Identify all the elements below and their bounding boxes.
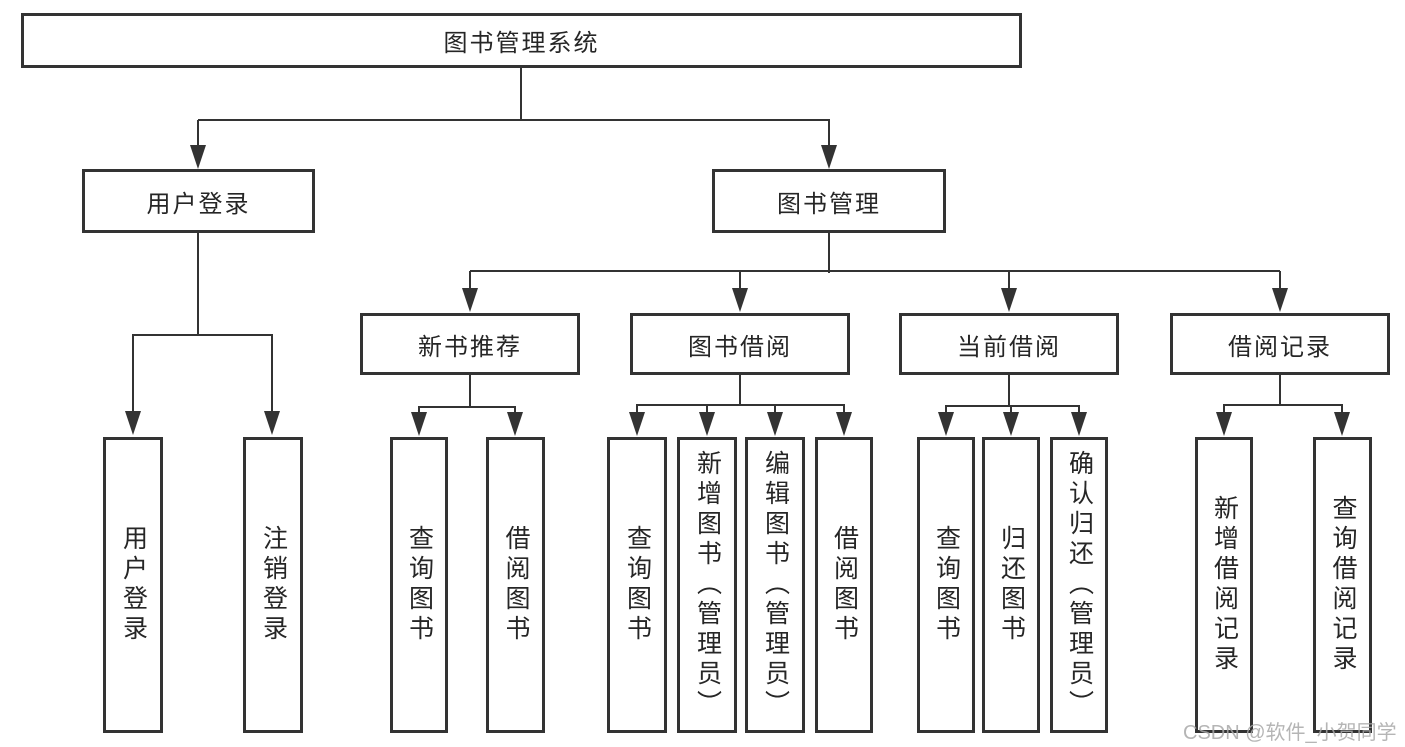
connector-vline (197, 120, 199, 151)
leaf-add-books-admin: 新增图书（管理员） (677, 437, 737, 733)
connector-vline (739, 375, 741, 406)
arrowhead (1216, 412, 1232, 436)
connector-hline (1224, 404, 1343, 406)
connector-hline (637, 404, 845, 406)
connector-hline (133, 334, 273, 336)
leaf-user-login: 用户登录 (103, 437, 163, 733)
arrowhead (411, 412, 427, 436)
arrowhead (1071, 412, 1087, 436)
arrowhead (938, 412, 954, 436)
leaf-query-borrow-record: 查询借阅记录 (1313, 437, 1372, 733)
connector-hline (198, 119, 830, 121)
arrowhead (732, 288, 748, 312)
connector-vline (774, 404, 776, 418)
leaf-logout: 注销登录 (243, 437, 303, 733)
connector-vline (1078, 405, 1080, 418)
connector-vline (1008, 271, 1010, 294)
arrowhead (1003, 412, 1019, 436)
connector-vline (636, 404, 638, 418)
leaf-query-books-1: 查询图书 (390, 437, 448, 733)
connector-vline (828, 120, 830, 151)
connector-vline (945, 405, 947, 418)
connector-vline (197, 233, 199, 336)
node-new-book-recommend: 新书推荐 (360, 313, 580, 375)
node-user-login: 用户登录 (82, 169, 315, 233)
node-book-borrow: 图书借阅 (630, 313, 850, 375)
arrowhead (462, 288, 478, 312)
connector-vline (271, 334, 273, 417)
connector-vline (1223, 404, 1225, 418)
arrowhead (629, 412, 645, 436)
connector-vline (1279, 375, 1281, 406)
arrowhead (767, 412, 783, 436)
csdn-watermark: CSDN @软件_小贺同学 (1183, 722, 1397, 744)
connector-vline (739, 271, 741, 294)
connector-vline (706, 404, 708, 418)
node-book-management: 图书管理 (712, 169, 946, 233)
connector-vline (843, 404, 845, 418)
node-borrow-records: 借阅记录 (1170, 313, 1390, 375)
arrowhead (1334, 412, 1350, 436)
connector-vline (520, 68, 522, 121)
leaf-return-books: 归还图书 (982, 437, 1040, 733)
connector-vline (1341, 404, 1343, 418)
leaf-edit-books-admin: 编辑图书（管理员） (745, 437, 805, 733)
arrowhead (836, 412, 852, 436)
arrowhead (507, 412, 523, 436)
leaf-borrow-books-1: 借阅图书 (486, 437, 545, 733)
node-root-system: 图书管理系统 (21, 13, 1022, 68)
connector-vline (1279, 271, 1281, 294)
connector-vline (469, 271, 471, 294)
connector-vline (469, 375, 471, 408)
connector-hline (419, 406, 516, 408)
arrowhead (190, 145, 206, 169)
node-current-borrow: 当前借阅 (899, 313, 1119, 375)
connector-vline (1010, 405, 1012, 418)
connector-vline (132, 334, 134, 417)
leaf-query-books-3: 查询图书 (917, 437, 975, 733)
arrowhead (264, 411, 280, 435)
leaf-query-books-2: 查询图书 (607, 437, 667, 733)
arrowhead (699, 412, 715, 436)
connector-hline (946, 405, 1080, 407)
arrowhead (821, 145, 837, 169)
arrowhead (1001, 288, 1017, 312)
leaf-add-borrow-record: 新增借阅记录 (1195, 437, 1253, 733)
arrowhead (125, 411, 141, 435)
leaf-confirm-return-admin: 确认归还（管理员） (1050, 437, 1108, 733)
connector-vline (828, 233, 830, 273)
connector-hline (470, 270, 1280, 272)
connector-vline (1008, 375, 1010, 407)
leaf-borrow-books-2: 借阅图书 (815, 437, 873, 733)
arrowhead (1272, 288, 1288, 312)
